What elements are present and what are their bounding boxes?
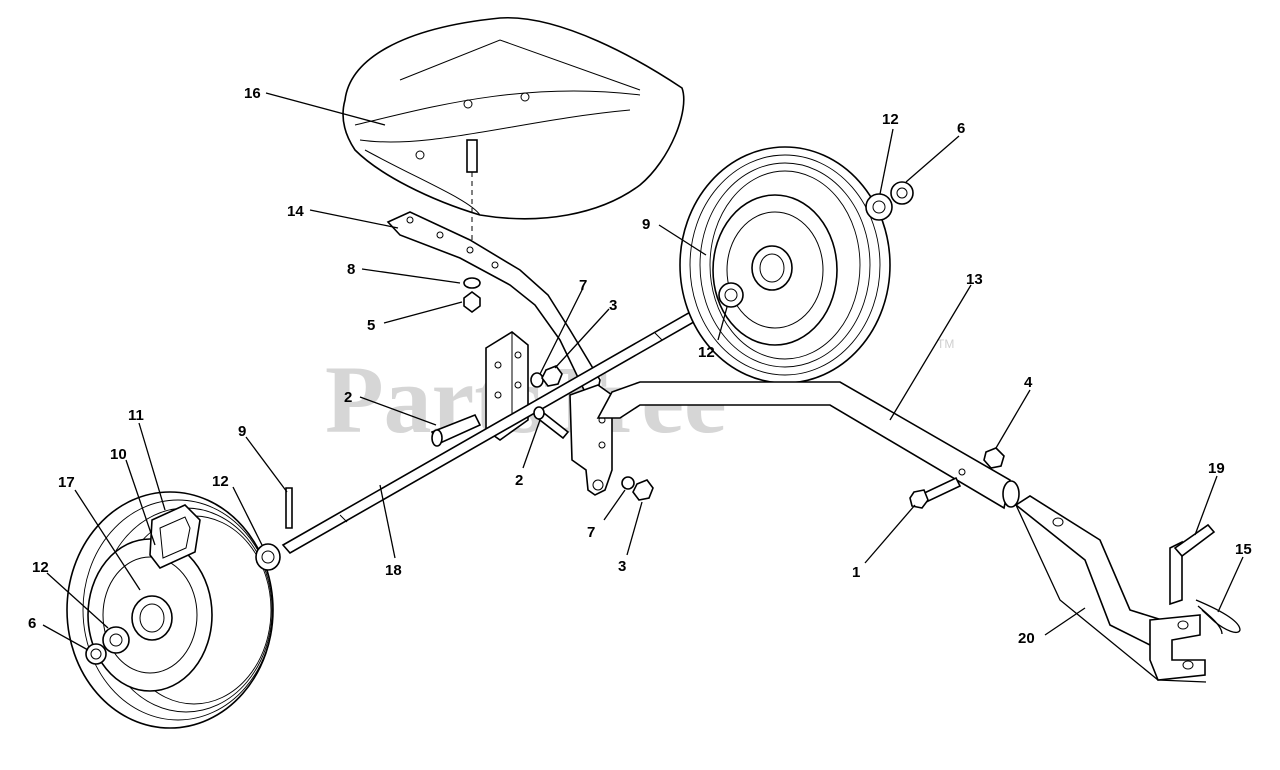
callout-9a: 9 — [642, 216, 650, 233]
bushing-part-12b[interactable] — [718, 282, 744, 308]
callout-8: 8 — [347, 261, 355, 278]
right-wheel-part[interactable] — [679, 146, 891, 384]
callout-10: 10 — [110, 446, 127, 463]
callout-19: 19 — [1208, 460, 1225, 477]
callout-6a: 6 — [957, 120, 965, 137]
washer-part-7b[interactable] — [621, 476, 635, 490]
hitch-pin-part[interactable] — [1169, 523, 1216, 606]
washer-part-6a[interactable] — [890, 181, 914, 205]
callout-20: 20 — [1018, 630, 1035, 647]
hitch-tube-part[interactable] — [596, 381, 1020, 510]
washer-part-7a[interactable] — [530, 372, 544, 388]
callout-16: 16 — [244, 85, 261, 102]
leader-lines — [42, 92, 1244, 651]
callout-12c: 12 — [212, 473, 229, 490]
callout-14: 14 — [287, 203, 304, 220]
callout-2b: 2 — [515, 472, 523, 489]
tow-bracket-part[interactable] — [569, 384, 613, 496]
callout-7b: 7 — [587, 524, 595, 541]
callout-6b: 6 — [28, 615, 36, 632]
callout-15: 15 — [1235, 541, 1252, 558]
bushing-part-12a[interactable] — [865, 193, 893, 221]
callout-3a: 3 — [609, 297, 617, 314]
callout-17: 17 — [58, 474, 75, 491]
callout-7a: 7 — [579, 277, 587, 294]
callout-12b: 12 — [698, 344, 715, 361]
callout-12d: 12 — [32, 559, 49, 576]
washer-part-6b[interactable] — [85, 643, 107, 665]
callout-11: 11 — [128, 407, 144, 424]
hitch-extension-part[interactable] — [1014, 495, 1207, 683]
callout-13: 13 — [966, 271, 983, 288]
callout-12a: 12 — [882, 111, 899, 128]
callout-9b: 9 — [238, 423, 246, 440]
callout-5: 5 — [367, 317, 375, 334]
callout-18: 18 — [385, 562, 402, 579]
rim-insert-part[interactable] — [149, 504, 201, 569]
callout-2a: 2 — [344, 389, 352, 406]
bolt-part-1[interactable] — [909, 476, 962, 509]
nut-part-5[interactable] — [463, 291, 481, 313]
seat-part[interactable] — [342, 17, 685, 265]
bolt-part-2a[interactable] — [430, 413, 482, 447]
lock-washer-part[interactable] — [463, 277, 481, 289]
cotter-pin-part-9a[interactable] — [285, 487, 293, 529]
nut-part-4[interactable] — [983, 447, 1005, 469]
bolt-part-2b[interactable] — [533, 406, 570, 440]
watermark-trademark: TM — [937, 337, 954, 351]
callout-1: 1 — [852, 564, 860, 581]
callout-4: 4 — [1024, 374, 1033, 391]
bushing-part-12d[interactable] — [102, 626, 130, 654]
hair-pin-clip-part[interactable] — [1195, 599, 1241, 635]
callout-3b: 3 — [618, 558, 626, 575]
bushing-part-12c[interactable] — [255, 543, 281, 571]
nut-part-3b[interactable] — [632, 479, 654, 501]
